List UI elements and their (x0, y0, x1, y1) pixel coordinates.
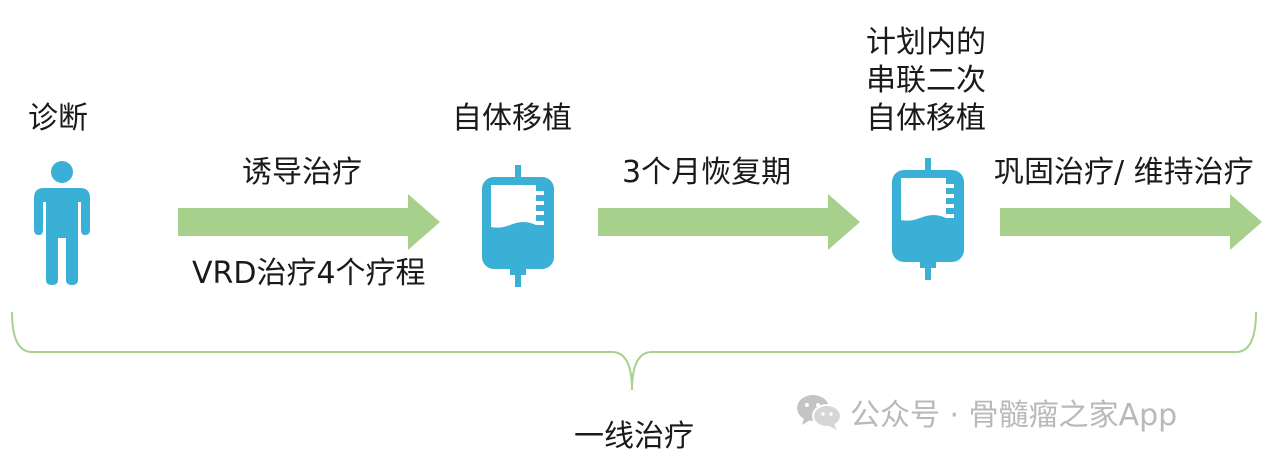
label-planned-line-2: 串联二次 (866, 63, 986, 98)
iv-bag-icon (892, 158, 964, 280)
arrow-induction (178, 194, 440, 250)
iv-bag-icon (482, 165, 554, 287)
watermark-text: 公众号 · 骨髓瘤之家App (850, 398, 1178, 433)
brace-label: 一线治疗 (574, 419, 694, 454)
watermark: 公众号 · 骨髓瘤之家App (796, 390, 1177, 434)
arrow-induction-label: 诱导治疗 (242, 155, 362, 190)
arrow-recovery (598, 194, 860, 250)
arrow-maintenance (1000, 194, 1262, 250)
label-planned-line-3: 自体移植 (866, 101, 986, 136)
wechat-icon (797, 395, 842, 430)
person-icon (34, 161, 90, 285)
label-diagnosis: 诊断 (28, 101, 88, 136)
label-auto-transplant: 自体移植 (452, 101, 572, 136)
label-planned-line-1: 计划内的 (866, 25, 986, 60)
arrow-maintenance-label: 巩固治疗/ 维持治疗 (994, 155, 1254, 190)
arrow-induction-sublabel: VRD治疗4个疗程 (192, 256, 426, 291)
arrow-recovery-label: 3个月恢复期 (622, 155, 792, 190)
